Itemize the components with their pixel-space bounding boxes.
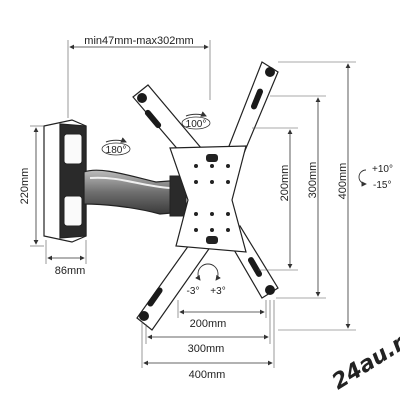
mounting-hole-icon xyxy=(137,67,275,321)
tilt-circle-icon xyxy=(358,169,367,187)
tilt-down-label: -15° xyxy=(373,180,391,191)
arm-swivel-label: 180° xyxy=(106,145,127,156)
tilt-up-label: +10° xyxy=(372,164,393,175)
vesa-horizontal-200-dimension: 200mm xyxy=(177,300,267,330)
vesa-vertical-300-label: 300mm xyxy=(307,162,319,199)
wall-plate-height-label: 220mm xyxy=(19,168,31,205)
vesa-horizontal-200-label: 200mm xyxy=(190,318,227,330)
plate-swivel-label: 100° xyxy=(186,119,207,130)
vesa-horizontal-400-label: 400mm xyxy=(189,369,226,381)
level-adjustment-indicator: -3° +3° xyxy=(187,263,226,297)
vesa-horizontal-300-dimension: 300mm xyxy=(145,300,271,355)
vesa-vertical-300-dimension: 300mm xyxy=(270,95,326,299)
arm-swivel-indicator: 180° xyxy=(101,137,131,156)
plate-swivel-indicator: 100° xyxy=(181,111,211,130)
vesa-vertical-200-dimension: 200mm xyxy=(252,127,298,271)
wall-plate-height-dimension: 220mm xyxy=(19,125,44,247)
center-hole-grid xyxy=(194,154,230,244)
rotate-arrows-icon xyxy=(181,116,211,130)
wall-plate-width-label: 86mm xyxy=(55,265,86,277)
level-arc-icon xyxy=(195,263,221,281)
wall-plate-width-dimension: 86mm xyxy=(45,240,87,277)
vesa-horizontal-400-dimension: 400mm xyxy=(141,300,275,381)
level-right-label: +3° xyxy=(210,286,225,297)
rotate-arrows-icon xyxy=(101,142,131,156)
tilt-indicator: +10° -15° xyxy=(358,164,393,191)
level-left-label: -3° xyxy=(187,286,200,297)
watermark-text: 24au.ru xyxy=(328,323,400,395)
vesa-horizontal-300-label: 300mm xyxy=(188,343,225,355)
arm-extension-label: min47mm-max302mm xyxy=(84,35,193,47)
vesa-vertical-400-label: 400mm xyxy=(337,163,349,200)
arm-extension-dimension: min47mm-max302mm xyxy=(67,35,211,118)
vesa-vertical-200-label: 200mm xyxy=(279,165,291,202)
articulating-arm xyxy=(83,169,187,217)
wall-plate xyxy=(43,119,87,243)
vesa-bracket xyxy=(132,61,279,331)
vesa-vertical-400-dimension: 400mm xyxy=(278,61,356,331)
